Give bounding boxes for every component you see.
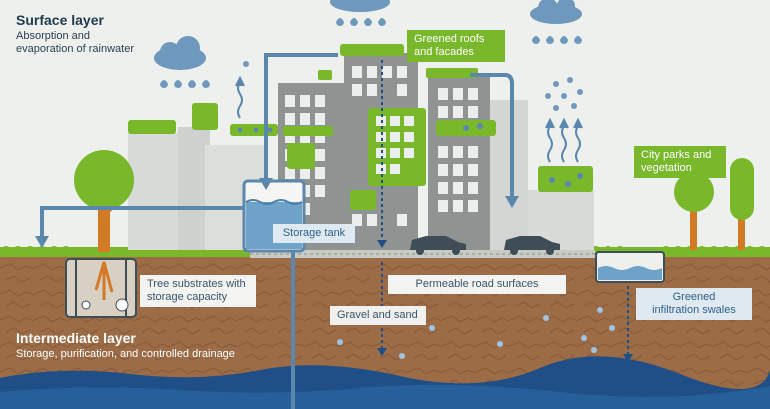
- evaporation-right: [545, 117, 583, 163]
- flow-arrows: [40, 53, 514, 238]
- surface-layer-subtitle-1: Absorption and: [16, 30, 90, 42]
- tree-park-tall: [730, 158, 754, 220]
- building-gray-right: [428, 73, 490, 250]
- label-city-parks-line2: vegetation: [641, 162, 692, 174]
- intermediate-layer-subtitle: Storage, purification, and controlled dr…: [16, 348, 235, 360]
- label-greened-roofs-line2: and facades: [414, 46, 474, 58]
- label-storage-tank: Storage tank: [273, 224, 355, 243]
- label-city-parks-line1: City parks and: [641, 149, 712, 161]
- surface-layer-title: Surface layer: [16, 12, 104, 28]
- label-tree-substrates-line2: storage capacity: [147, 291, 228, 303]
- surface-layer-subtitle-2: evaporation of rainwater: [16, 43, 135, 55]
- label-gravel-sand: Gravel and sand: [330, 306, 426, 325]
- intermediate-layer-title: Intermediate layer: [16, 330, 136, 346]
- cloud-left: [154, 36, 206, 70]
- label-infiltration-line1: Greened: [672, 291, 716, 303]
- label-infiltration-swales: Greened infiltration swales: [636, 288, 752, 320]
- car-right: [504, 236, 560, 255]
- building-bg-left: [128, 133, 178, 250]
- label-city-parks: City parks and vegetation: [634, 146, 726, 178]
- label-greened-roofs-line1: Greened roofs: [414, 33, 485, 45]
- label-tree-substrates: Tree substrates with storage capacity: [140, 275, 256, 307]
- groundwater-light: [0, 384, 770, 409]
- tree-park: [674, 172, 714, 212]
- label-infiltration-line2: infiltration swales: [652, 304, 736, 316]
- label-greened-roofs: Greened roofs and facades: [407, 30, 505, 62]
- cloud-right: [530, 0, 582, 24]
- evaporation-center: [235, 75, 245, 119]
- tree-left: [74, 150, 134, 210]
- car-left: [410, 236, 466, 255]
- label-tree-substrates-line1: Tree substrates with: [147, 278, 246, 290]
- label-permeable-road: Permeable road surfaces: [388, 275, 566, 294]
- cloud-center: [330, 0, 390, 12]
